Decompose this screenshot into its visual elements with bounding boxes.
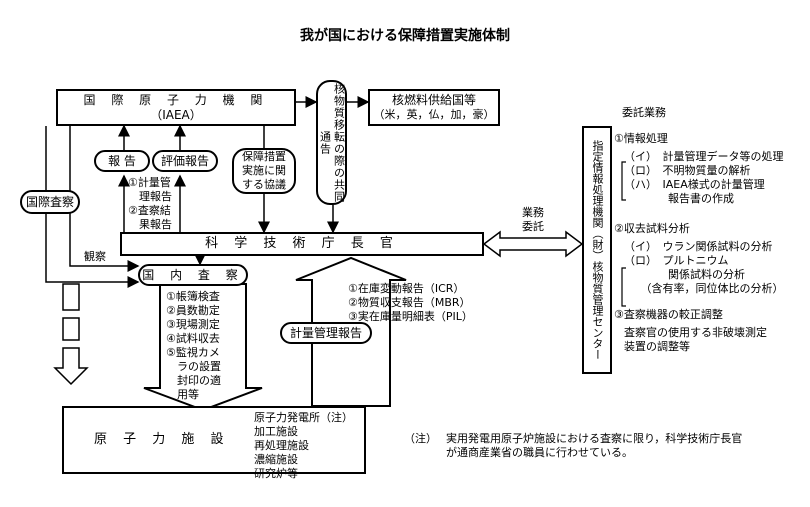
inspection-item: 用等	[166, 388, 199, 401]
facility-item: 研究炉等	[254, 467, 298, 480]
note-line: 実用発電用原子炉施設における査察に限り，科学技術庁長官	[446, 432, 743, 445]
section-sample-analysis: ②収去試料分析	[614, 222, 690, 235]
accounting-report-item: ②物質収支報告（MBR）	[348, 296, 471, 309]
delegated-item: 報告書の作成	[624, 192, 734, 205]
delegated-item: （ロ） 不明物質量の解析	[624, 164, 751, 177]
facility-name: 原 子 力 施 設	[94, 432, 230, 447]
agreement-line: 保障措置	[242, 150, 286, 163]
section-info-processing: ①情報処理	[614, 132, 668, 145]
transfer-notice-box: 核物質移転の際の共同通告	[316, 80, 347, 205]
accounting-report-box: 計量管理報告	[280, 322, 372, 344]
sta-director-box: 科 学 技 術 庁 長 官	[120, 232, 484, 256]
observe-label: 観察	[84, 250, 106, 263]
sample-analysis-items: （イ） ウラン関係試料の分析 （ロ） プルトニウム 関係試料の分析 （含有率，同…	[624, 240, 806, 296]
accounting-reports-list: ①在庫変動報告（ICR） ②物質収支報告（MBR） ③実在庫量明細表（PIL）	[348, 282, 488, 324]
transfer-notice-text: 核物質移転の際の共同通告	[318, 82, 346, 203]
iaea-abbr: （IAEA）	[150, 107, 202, 122]
delegated-item: 関係試料の分析	[624, 268, 745, 281]
iaea-name: 国 際 原 子 力 機 関	[83, 92, 269, 107]
report-item: 理報告	[128, 190, 172, 203]
international-inspection-box: 国際査察	[20, 190, 80, 214]
report-box: 報 告	[94, 150, 150, 172]
supplier-box: 核燃料供給国等 （米，英，仏，加，豪）	[368, 89, 500, 126]
note-label: （注）	[404, 432, 437, 445]
delegated-heading: 委託業務	[622, 106, 666, 119]
facility-item: 原子力発電所（注）	[254, 411, 353, 424]
delegated-item: （イ） 計量管理データ等の処理	[624, 150, 784, 163]
delegated-item: （ロ） プルトニウム	[624, 254, 729, 267]
supplier-name: 核燃料供給国等	[391, 93, 476, 107]
diagram-title: 我が国における保障措置実施体制	[300, 28, 510, 44]
accounting-report-item: ①在庫変動報告（ICR）	[348, 282, 465, 295]
agreement-line: 実施に関	[242, 164, 286, 177]
delegated-item: 査察官の使用する非破壊測定	[624, 326, 767, 339]
report-item: ②査察結	[128, 204, 171, 217]
nuclear-material-control-center-box: 指定情報処理機関（財）核物質管理センター	[582, 126, 612, 374]
note-line: が通商産業省の職員に行わせている。	[446, 446, 633, 459]
facility-item: 加工施設	[254, 425, 298, 438]
report-item: 果報告	[128, 218, 172, 231]
inspection-item: ラの設置	[166, 360, 221, 373]
inspection-item: ⑤監視カメ	[166, 346, 220, 359]
domestic-inspection-box: 国 内 査 察	[138, 264, 248, 286]
report-item: ①計量管	[128, 176, 171, 189]
safeguards-agreement-box: 保障措置 実施に関 する協議	[232, 148, 296, 194]
inspection-item: ①帳簿検査	[166, 290, 220, 303]
delegated-item: （ハ） IAEA様式の計量管理	[624, 178, 765, 191]
delegated-item: （イ） ウラン関係試料の分析	[624, 240, 773, 253]
delegated-item: 装置の調整等	[624, 340, 690, 353]
info-processing-items: （イ） 計量管理データ等の処理 （ロ） 不明物質量の解析 （ハ） IAEA様式の…	[624, 150, 806, 206]
facility-item: 再処理施設	[254, 439, 309, 452]
inspection-item: 封印の適	[166, 374, 221, 387]
inspection-item: ②員数勘定	[166, 304, 220, 317]
inspection-item: ④試料収去	[166, 332, 220, 345]
center-name: 指定情報処理機関（財）核物質管理センター	[591, 140, 604, 360]
inspection-item: ③現場測定	[166, 318, 220, 331]
delegated-item: （含有率，同位体比の分析）	[624, 282, 784, 295]
inspection-items-list: ①帳簿検査 ②員数勘定 ③現場測定 ④試料収去 ⑤監視カメ ラの設置 封印の適 …	[166, 290, 248, 402]
note-text: 実用発電用原子炉施設における査察に限り，科学技術庁長官 が通商産業省の職員に行わ…	[446, 432, 806, 460]
delegated-work-panel: 委託業務 ①情報処理 （イ） 計量管理データ等の処理 （ロ） 不明物質量の解析 …	[614, 106, 806, 354]
supplier-list: （米，英，仏，加，豪）	[373, 108, 495, 121]
nuclear-facility-box: 原 子 力 施 設 原子力発電所（注） 加工施設 再処理施設 濃縮施設 研究炉等	[62, 406, 366, 480]
agreement-line: する協議	[242, 178, 286, 191]
iaea-box: 国 際 原 子 力 機 関 （IAEA）	[56, 89, 296, 126]
section-equipment-calibration: ③査察機器の較正調整	[614, 308, 723, 321]
evaluation-report-box: 評価報告	[152, 150, 218, 172]
report-list: ①計量管 理報告 ②査察結 果報告	[128, 176, 188, 232]
facility-item: 濃縮施設	[254, 453, 298, 466]
accounting-report-item: ③実在庫量明細表（PIL）	[348, 310, 473, 323]
business-consignment-label: 業務 委託	[508, 206, 558, 234]
business-line: 委託	[522, 220, 544, 233]
business-line: 業務	[522, 206, 544, 219]
facility-list: 原子力発電所（注） 加工施設 再処理施設 濃縮施設 研究炉等	[254, 411, 353, 481]
calibration-items: 査察官の使用する非破壊測定 装置の調整等	[624, 326, 806, 354]
